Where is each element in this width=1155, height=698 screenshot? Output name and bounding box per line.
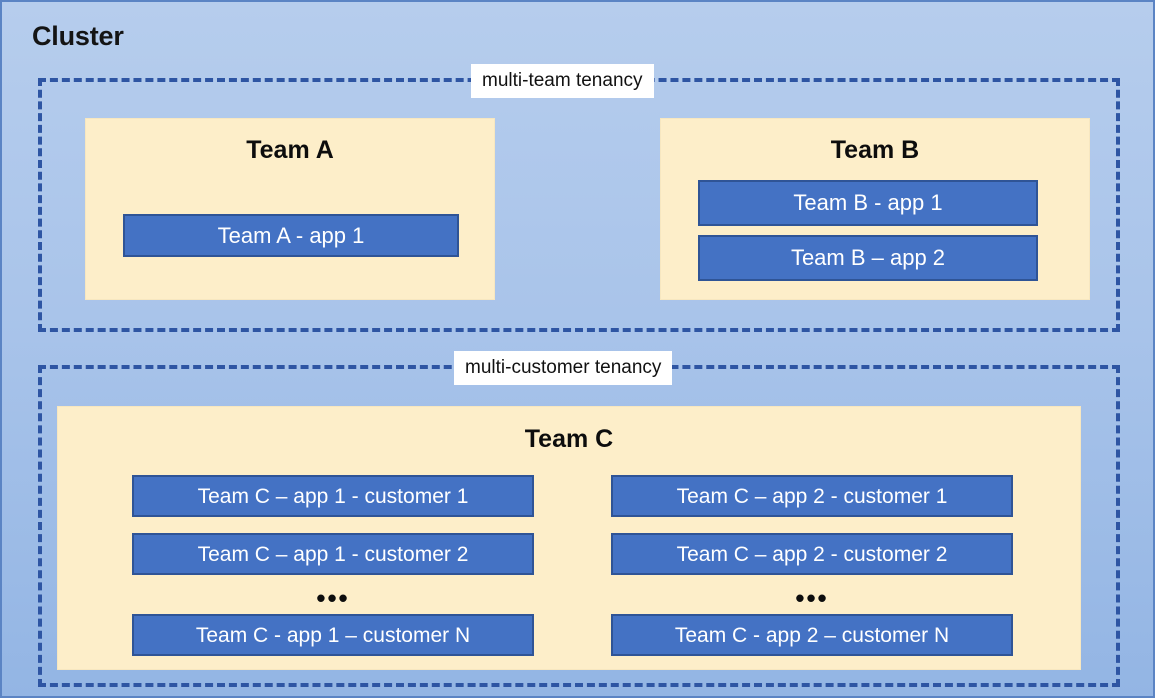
team-panel-team-a: Team A Team A - app 1 bbox=[85, 118, 495, 300]
app-box-team-c-app-2-customer-1[interactable]: Team C – app 2 - customer 1 bbox=[611, 475, 1013, 517]
app-box-team-c-app-1-customer-2[interactable]: Team C – app 1 - customer 2 bbox=[132, 533, 534, 575]
app-box-team-c-app-1-customer-1[interactable]: Team C – app 1 - customer 1 bbox=[132, 475, 534, 517]
app-box-team-b-app-1[interactable]: Team B - app 1 bbox=[698, 180, 1038, 226]
zone-label-multi-customer: multi-customer tenancy bbox=[454, 351, 673, 385]
team-b-title: Team B bbox=[830, 136, 920, 164]
app-box-team-c-app-2-customer-n[interactable]: Team C - app 2 – customer N bbox=[611, 614, 1013, 656]
app-box-team-b-app-2[interactable]: Team B – app 2 bbox=[698, 235, 1038, 281]
team-a-title: Team A bbox=[246, 136, 334, 164]
app-box-team-a-app-1[interactable]: Team A - app 1 bbox=[123, 214, 459, 257]
team-panel-team-c: Team C Team C – app 1 - customer 1 Team … bbox=[57, 406, 1081, 670]
ellipsis-team-c-app-2: ••• bbox=[795, 583, 829, 613]
ellipsis-team-c-app-1: ••• bbox=[316, 583, 350, 613]
team-panel-team-b: Team B Team B - app 1 Team B – app 2 bbox=[660, 118, 1090, 300]
team-c-title: Team C bbox=[524, 425, 614, 453]
app-box-team-c-app-1-customer-n[interactable]: Team C - app 1 – customer N bbox=[132, 614, 534, 656]
zone-label-multi-team: multi-team tenancy bbox=[471, 64, 654, 98]
page-title: Cluster bbox=[32, 21, 124, 51]
app-box-team-c-app-2-customer-2[interactable]: Team C – app 2 - customer 2 bbox=[611, 533, 1013, 575]
